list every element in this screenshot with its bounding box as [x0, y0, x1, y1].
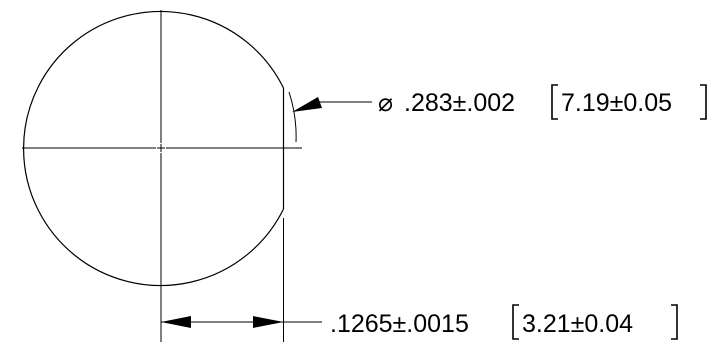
width-metric-value: 3.21±0.04 — [522, 310, 633, 338]
diameter-bracket-open — [551, 84, 558, 120]
diameter-symbol: ⌀ — [378, 89, 393, 117]
width-bracket-close — [671, 304, 678, 340]
diameter-bracket-close — [700, 84, 707, 120]
width-inch-value: .1265±.0015 — [330, 310, 469, 338]
diameter-inch-value: .283±.002 — [404, 89, 515, 117]
width-arrowhead-left — [161, 316, 191, 328]
diameter-leader-arrowhead — [292, 97, 322, 112]
width-arrowhead-right — [253, 316, 284, 328]
diameter-metric-value: 7.19±0.05 — [561, 89, 672, 117]
diameter-phantom-arc — [288, 91, 297, 143]
width-bracket-open — [512, 304, 519, 340]
